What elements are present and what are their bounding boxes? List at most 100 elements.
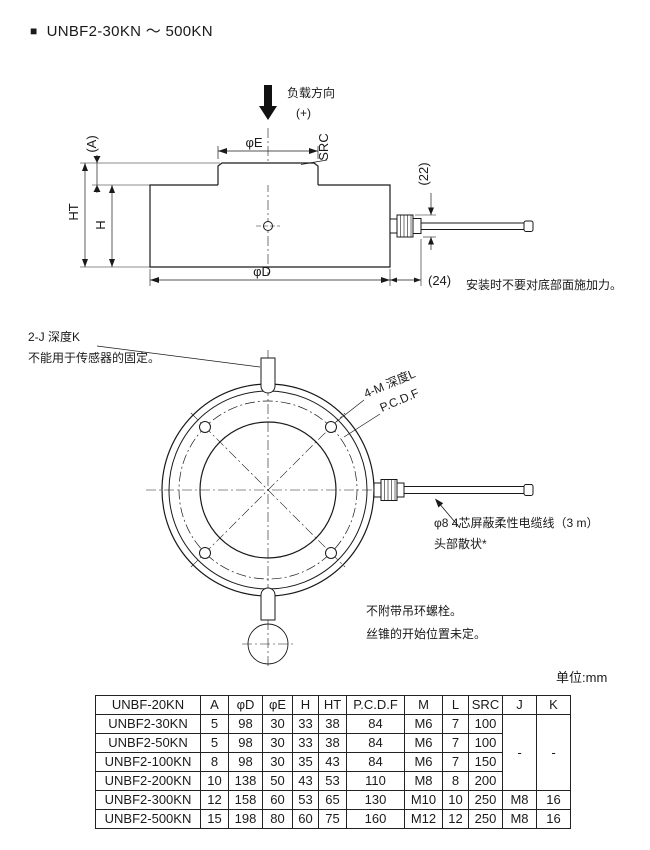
- value-cell: 250: [468, 809, 503, 829]
- value-cell: 8: [442, 771, 469, 791]
- tap-slot-bottom: [260, 587, 276, 621]
- dim-h: [109, 185, 115, 267]
- dim-a-label: (A): [84, 135, 99, 152]
- tap-slot-top: [260, 357, 276, 394]
- value-cell: 100: [468, 714, 503, 734]
- value-cell: 138: [228, 771, 263, 791]
- model-cell: UNBF2-50KN: [95, 733, 201, 753]
- dim-ht: [82, 163, 88, 267]
- install-note: 安装时不要对底部面施加力。: [466, 277, 622, 292]
- value-cell: 98: [228, 733, 263, 753]
- value-cell: 158: [228, 790, 263, 810]
- dim-22-label: (22): [416, 162, 431, 185]
- section-bullet-icon: ■: [30, 24, 38, 38]
- value-cell: 12: [200, 790, 229, 810]
- value-cell: 160: [346, 809, 405, 829]
- dim-phi-e-label: φE: [245, 135, 262, 150]
- cable-gland-side: [389, 214, 534, 238]
- model-cell: UNBF2-300KN: [95, 790, 201, 810]
- value-cell: 53: [292, 790, 319, 810]
- value-cell: 33: [292, 714, 319, 734]
- value-cell: 30: [262, 752, 293, 772]
- column-header: P.C.D.F: [346, 695, 405, 715]
- left-extension-lines: [80, 162, 220, 268]
- value-cell: 80: [262, 809, 293, 829]
- tap-note: 不能用于传感器的固定。: [28, 350, 160, 365]
- value-cell: 12: [442, 809, 469, 829]
- value-cell: 84: [346, 752, 405, 772]
- tap-start-note: 丝锥的开始位置未定。: [366, 626, 486, 641]
- value-cell: 250: [468, 790, 503, 810]
- value-cell: 75: [318, 809, 347, 829]
- model-cell: UNBF2-500KN: [95, 809, 201, 829]
- value-cell: 10: [442, 790, 469, 810]
- model-cell: UNBF2-30KN: [95, 714, 201, 734]
- src-leader: [300, 159, 328, 165]
- value-cell: 200: [468, 771, 503, 791]
- cable-leader-arrow: [435, 498, 461, 529]
- column-header: φE: [262, 695, 293, 715]
- dim-a: [93, 155, 101, 193]
- value-cell: 98: [228, 752, 263, 772]
- value-cell: 43: [292, 771, 319, 791]
- column-header: J: [502, 695, 537, 715]
- value-cell: 38: [318, 714, 347, 734]
- model-cell: UNBF2-200KN: [95, 771, 201, 791]
- column-header: UNBF-20KN: [95, 695, 201, 715]
- value-cell: 84: [346, 733, 405, 753]
- value-cell: 130: [346, 790, 405, 810]
- value-cell: 50: [262, 771, 293, 791]
- column-header: SRC: [468, 695, 503, 715]
- top-view-drawing: 2-J 深度K 不能用于传感器的固定。 4-M 深度L P.C.D.F φ8 4…: [28, 329, 607, 685]
- dim-phi-d: [149, 239, 422, 286]
- dim-h-label: H: [93, 220, 108, 229]
- value-cell: 198: [228, 809, 263, 829]
- value-cell: 98: [228, 714, 263, 734]
- load-direction-sign: (+): [296, 106, 311, 120]
- value-cell: 15: [200, 809, 229, 829]
- value-cell: 38: [318, 733, 347, 753]
- value-cell: 35: [292, 752, 319, 772]
- eyebolt-note: 不附带吊环螺栓。: [366, 603, 462, 618]
- value-cell: M10: [404, 790, 443, 810]
- value-cell: M8: [502, 790, 537, 810]
- column-header: L: [442, 695, 469, 715]
- dim-src-label: SRC: [316, 133, 331, 160]
- value-cell: 150: [468, 752, 503, 772]
- mount-leader: [335, 399, 365, 423]
- model-cell: UNBF2-100KN: [95, 752, 201, 772]
- dim-ht-label: HT: [66, 203, 81, 220]
- tap-label: 2-J 深度K: [28, 329, 80, 344]
- value-cell: -: [502, 714, 537, 791]
- value-cell: 60: [262, 790, 293, 810]
- page-title: ■ UNBF2-30KN ～ 500KN: [30, 20, 213, 41]
- value-cell: 43: [318, 752, 347, 772]
- side-view-drawing: 负载方向 (+): [66, 85, 622, 292]
- dim-phi-e: [217, 146, 319, 159]
- value-cell: 33: [292, 733, 319, 753]
- page-title-text: UNBF2-30KN ～ 500KN: [46, 23, 213, 40]
- value-cell: 53: [318, 771, 347, 791]
- tap-leader: [96, 345, 261, 368]
- value-cell: 100: [468, 733, 503, 753]
- value-cell: M8: [502, 809, 537, 829]
- value-cell: 7: [442, 714, 469, 734]
- technical-drawing: 负载方向 (+): [28, 85, 622, 685]
- cable-note: 头部散状*: [434, 536, 487, 551]
- value-cell: 8: [200, 752, 229, 772]
- value-cell: -: [536, 714, 571, 791]
- mounting-holes: [199, 421, 337, 559]
- value-cell: 65: [318, 790, 347, 810]
- dim-24-label: (24): [428, 273, 451, 288]
- dim-22: [415, 193, 436, 250]
- value-cell: 10: [200, 771, 229, 791]
- value-cell: 84: [346, 714, 405, 734]
- value-cell: 7: [442, 752, 469, 772]
